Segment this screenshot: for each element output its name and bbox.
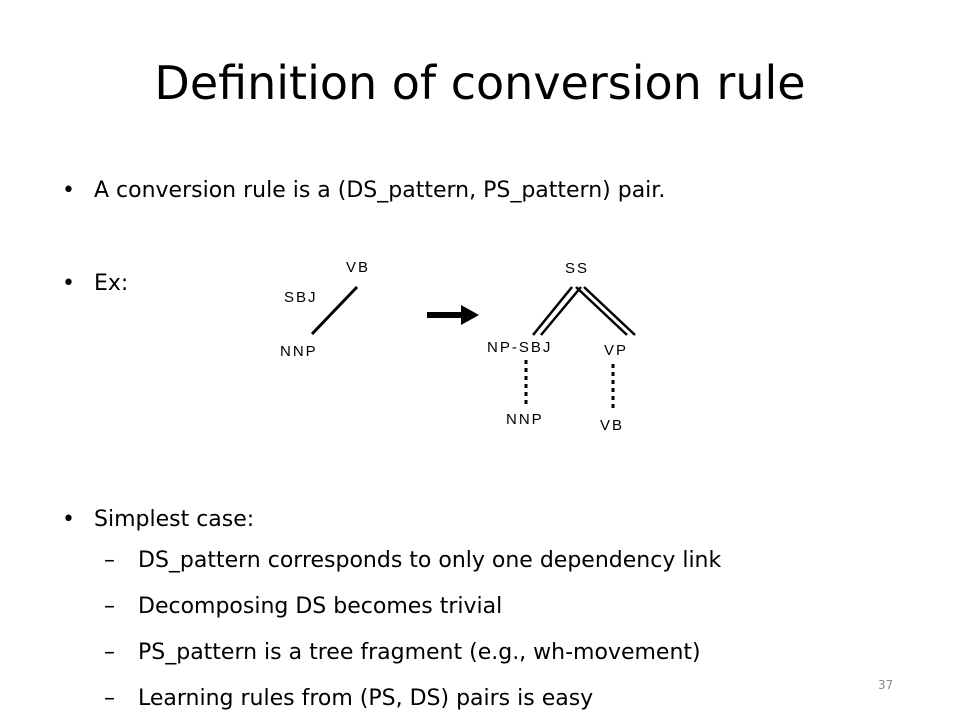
ds-dependent-label: NNP: [280, 343, 318, 360]
bullet-text: Simplest case:: [94, 507, 255, 532]
ps-edge-root-right: [575, 286, 628, 336]
ds-tree: VB SBJ NNP: [280, 259, 370, 360]
sub-bullet-marker: –: [104, 548, 115, 573]
sub-bullet-item: – DS_pattern corresponds to only one dep…: [104, 550, 721, 572]
bullet-text: A conversion rule is a (DS_pattern, PS_p…: [94, 178, 666, 203]
sub-bullet-item: – Learning rules from (PS, DS) pairs is …: [104, 688, 593, 710]
bullet-text: Ex:: [94, 271, 129, 296]
ps-right-label: VP: [604, 342, 628, 359]
bullet-marker: •: [62, 507, 75, 532]
ps-tree: SS NP-SBJ VP NNP VB: [487, 260, 636, 434]
bullet-marker: •: [62, 271, 75, 296]
ps-left-label: NP-SBJ: [487, 339, 552, 356]
ds-dependency-link: [310, 285, 359, 336]
sub-bullet-text: Decomposing DS becomes trivial: [138, 594, 503, 619]
ps-left-child-label: NNP: [506, 411, 544, 428]
bullet-item: • Simplest case:: [62, 509, 254, 531]
ds-head-label: VB: [346, 259, 370, 276]
bullet-marker: •: [62, 178, 75, 203]
ps-edge-root-left: [532, 286, 573, 336]
ps-right-child-label: VB: [600, 417, 624, 434]
ps-edge-root-right-second: [583, 286, 636, 336]
right-arrow-icon: [427, 305, 479, 325]
sub-bullet-item: – Decomposing DS becomes trivial: [104, 596, 502, 618]
slide-title: Definition of conversion rule: [154, 56, 806, 110]
bullet-item: • Ex:: [62, 273, 128, 295]
sub-bullet-text: DS_pattern corresponds to only one depen…: [138, 548, 722, 573]
sub-bullet-marker: –: [104, 640, 115, 665]
ds-link-label: SBJ: [284, 289, 318, 306]
sub-bullet-text: Learning rules from (PS, DS) pairs is ea…: [138, 686, 594, 711]
sub-bullet-marker: –: [104, 686, 115, 711]
bullet-item: • A conversion rule is a (DS_pattern, PS…: [62, 180, 665, 202]
ps-edge-root-left-second: [540, 286, 582, 336]
ps-root-label: SS: [565, 260, 589, 277]
sub-bullet-text: PS_pattern is a tree fragment (e.g., wh-…: [138, 640, 701, 665]
sub-bullet-item: – PS_pattern is a tree fragment (e.g., w…: [104, 642, 701, 664]
sub-bullet-marker: –: [104, 594, 115, 619]
page-number: 37: [878, 678, 894, 692]
